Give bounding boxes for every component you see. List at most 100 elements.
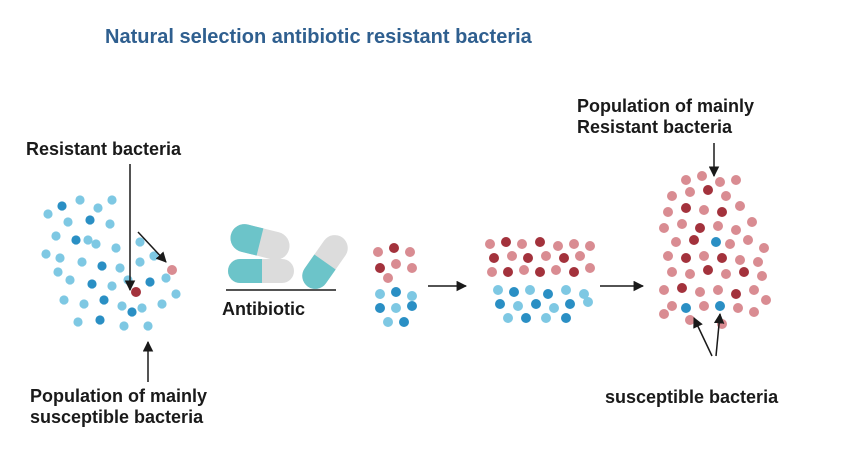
bacterium-resistant <box>725 239 735 249</box>
bacterium-susceptible <box>509 287 519 297</box>
bacterium-resistant <box>717 253 727 263</box>
bacterium-resistant <box>671 237 681 247</box>
bacterium-susceptible <box>63 217 73 227</box>
bacterium-susceptible <box>399 317 409 327</box>
bacterium-susceptible <box>391 287 401 297</box>
bacterium-resistant <box>167 265 177 275</box>
bacterium-resistant <box>743 235 753 245</box>
bacterium-susceptible <box>119 321 129 331</box>
bacterium-resistant <box>535 267 545 277</box>
bacterium-susceptible <box>105 219 115 229</box>
bacterium-susceptible <box>391 303 401 313</box>
antibiotic-capsule-1-icon <box>230 224 290 260</box>
bacterium-susceptible <box>65 275 75 285</box>
bacterium-resistant <box>699 251 709 261</box>
arrow-to-resistant-dot <box>137 231 167 263</box>
diagram-title: Natural selection antibiotic resistant b… <box>105 26 532 48</box>
bacterium-resistant <box>575 251 585 261</box>
bacterium-susceptible <box>135 257 145 267</box>
bacterium-resistant <box>551 265 561 275</box>
label-final-population-line1: Population of mainly <box>577 96 755 116</box>
bacterium-susceptible <box>579 289 589 299</box>
bacteria-dots <box>41 171 771 331</box>
bacterium-resistant <box>695 223 705 233</box>
bacterium-susceptible <box>495 299 505 309</box>
bacterium-resistant <box>735 255 745 265</box>
bacterium-susceptible <box>407 301 417 311</box>
bacterium-resistant <box>659 223 669 233</box>
bacterium-resistant <box>569 239 579 249</box>
bacterium-resistant <box>717 207 727 217</box>
bacterium-susceptible <box>583 297 593 307</box>
bacterium-resistant <box>375 263 385 273</box>
bacterium-resistant <box>553 241 563 251</box>
bacterium-susceptible <box>513 301 523 311</box>
bacterium-susceptible <box>127 307 137 317</box>
bacterium-susceptible <box>107 281 117 291</box>
bacterium-resistant <box>373 247 383 257</box>
bacterium-susceptible <box>171 289 181 299</box>
arrow-susceptible-1 <box>693 317 713 357</box>
bacterium-resistant <box>685 187 695 197</box>
bacterium-resistant <box>507 251 517 261</box>
bacterium-resistant <box>699 301 709 311</box>
bacterium-resistant <box>559 253 569 263</box>
label-resistant-bacteria: Resistant bacteria <box>26 139 182 159</box>
bacterium-resistant <box>681 175 691 185</box>
bacterium-resistant <box>699 205 709 215</box>
bacterium-resistant <box>731 289 741 299</box>
bacterium-susceptible <box>503 313 513 323</box>
bacterium-susceptible <box>521 313 531 323</box>
bacterium-susceptible <box>53 267 63 277</box>
bacterium-resistant <box>131 287 141 297</box>
antibiotic-capsule-3-icon <box>302 235 348 289</box>
bacterium-resistant <box>389 243 399 253</box>
bacterium-resistant <box>749 307 759 317</box>
bacterium-susceptible <box>95 315 105 325</box>
bacterium-resistant <box>391 259 401 269</box>
bacterium-resistant <box>759 243 769 253</box>
bacterium-susceptible <box>71 235 81 245</box>
bacterium-susceptible <box>55 253 65 263</box>
bacterium-resistant <box>731 175 741 185</box>
bacterium-resistant <box>667 301 677 311</box>
bacterium-susceptible <box>83 235 93 245</box>
bacterium-resistant <box>689 235 699 245</box>
bacterium-susceptible <box>117 301 127 311</box>
bacterium-resistant <box>519 265 529 275</box>
bacterium-susceptible <box>157 299 167 309</box>
bacterium-resistant <box>721 269 731 279</box>
bacterium-susceptible <box>77 257 87 267</box>
bacterium-susceptible <box>375 289 385 299</box>
bacterium-resistant <box>383 273 393 283</box>
bacterium-susceptible <box>565 299 575 309</box>
bacterium-resistant <box>517 239 527 249</box>
bacterium-resistant <box>761 295 771 305</box>
bacterium-resistant <box>663 207 673 217</box>
bacterium-susceptible <box>561 285 571 295</box>
bacterium-susceptible <box>681 303 691 313</box>
bacterium-susceptible <box>51 231 61 241</box>
bacterium-susceptible <box>87 279 97 289</box>
bacterium-resistant <box>487 267 497 277</box>
bacterium-resistant <box>721 191 731 201</box>
bacterium-susceptible <box>79 299 89 309</box>
bacterium-susceptible <box>493 285 503 295</box>
antibiotic-capsule-2-icon <box>228 259 294 283</box>
bacterium-resistant <box>747 217 757 227</box>
bacterium-susceptible <box>93 203 103 213</box>
bacterium-resistant <box>407 263 417 273</box>
bacterium-resistant <box>681 203 691 213</box>
bacterium-susceptible <box>407 291 417 301</box>
bacterium-resistant <box>485 239 495 249</box>
bacterium-resistant <box>731 225 741 235</box>
bacterium-resistant <box>753 257 763 267</box>
bacterium-susceptible <box>541 313 551 323</box>
bacterium-resistant <box>713 285 723 295</box>
label-initial-population-line2: susceptible bacteria <box>30 407 204 427</box>
bacterium-susceptible <box>549 303 559 313</box>
bacterium-resistant <box>523 253 533 263</box>
bacterium-susceptible <box>41 249 51 259</box>
bacterium-resistant <box>757 271 767 281</box>
arrow-susceptible-2 <box>713 312 725 357</box>
